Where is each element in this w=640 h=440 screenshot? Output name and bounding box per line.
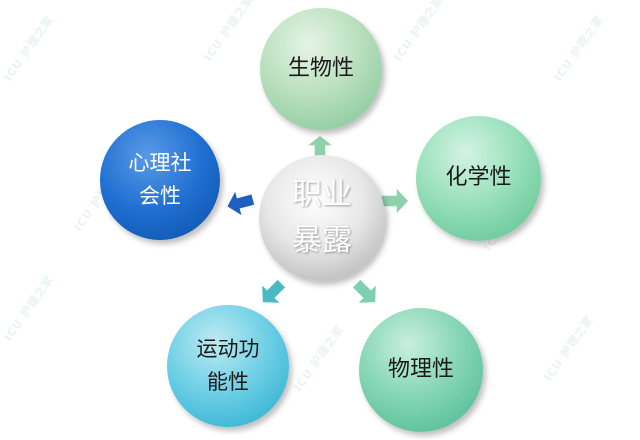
arrow-down-right-icon (350, 277, 378, 305)
watermark: ICU 护理之家 (201, 0, 257, 64)
node-biological: 生物性 (260, 8, 382, 130)
node-biological-label: 生物性 (287, 55, 354, 81)
node-chemical: 化学性 (416, 116, 541, 241)
watermark: ICU 护理之家 (1, 273, 57, 344)
node-psychosocial-line1: 心理社 (128, 151, 192, 176)
node-physical-label: 物理性 (387, 356, 454, 382)
watermark: ICU 护理之家 (551, 13, 607, 84)
watermark: ICU 护理之家 (541, 313, 597, 384)
center-node-line1: 职业 (292, 176, 352, 212)
node-motor-line2: 能性 (207, 370, 249, 394)
watermark: ICU 护理之家 (291, 323, 347, 394)
node-chemical-label: 化学性 (445, 165, 512, 191)
center-node-line2: 暴露 (292, 223, 352, 258)
center-node-occupational-exposure: 职业 暴露 (259, 155, 385, 281)
node-psychosocial-line2: 会性 (139, 184, 181, 208)
watermark: ICU 护理之家 (1, 13, 57, 84)
arrow-left-icon (225, 187, 256, 219)
node-motor-line1: 运动功 (196, 337, 260, 362)
arrow-down-left-icon (260, 277, 288, 305)
node-physical: 物理性 (359, 308, 483, 432)
node-psychosocial: 心理社 会性 (100, 120, 220, 240)
watermark: ICU 护理之家 (391, 0, 447, 64)
node-motor-function: 运动功 能性 (167, 305, 289, 427)
